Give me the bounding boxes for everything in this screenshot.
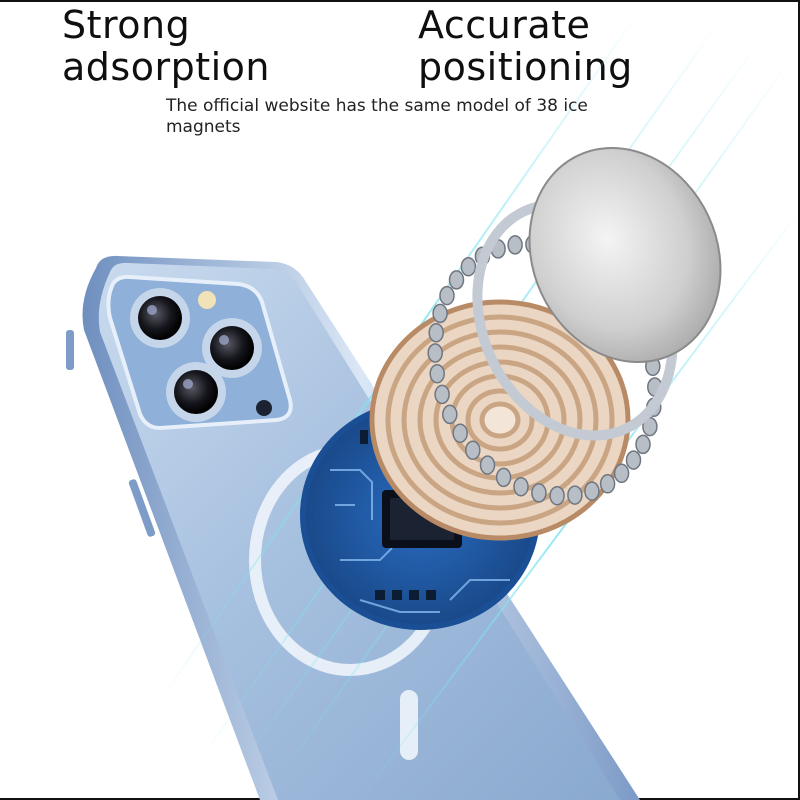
magnet-bead-icon (479, 455, 496, 475)
magnet-bead-icon (599, 474, 616, 494)
magnet-bead-icon (613, 463, 630, 484)
volume-button-icon (128, 479, 156, 537)
headline-accurate-positioning: Accurate positioning (418, 4, 633, 88)
flash-icon (198, 291, 216, 309)
magnet-bead-icon (531, 483, 547, 503)
magnet-bead-icon (427, 343, 443, 363)
image-border-top (0, 0, 800, 2)
magnet-bead-icon (428, 322, 444, 343)
magnet-bead-icon (434, 384, 450, 405)
headline-left-line1: Strong (62, 3, 191, 47)
magnet-bead-icon (513, 476, 529, 497)
magnet-bead-icon (584, 481, 600, 501)
magnet-bead-icon (635, 434, 651, 455)
lidar-sensor-icon (256, 400, 272, 416)
headline-right-line2: positioning (418, 45, 633, 89)
magnet-bead-icon (625, 450, 642, 470)
magnet-bead-icon (507, 235, 523, 255)
magnet-bead-icon (452, 423, 468, 443)
magnet-bead-icon (439, 285, 455, 306)
magnet-bead-icon (495, 467, 512, 488)
magnet-bead-icon (429, 363, 445, 384)
magnet-bead-icon (442, 404, 458, 425)
camera-lens-icon (166, 362, 226, 422)
side-button-icon (66, 330, 74, 370)
magnet-bead-icon (448, 270, 465, 290)
headline-left-line2: adsorption (62, 45, 270, 89)
magnet-bead-icon (549, 485, 565, 506)
alignment-bar-icon (400, 690, 418, 760)
camera-lens-icon (202, 318, 262, 378)
camera-module (106, 274, 293, 431)
camera-lens-icon (130, 288, 190, 348)
headline-strong-adsorption: Strong adsorption (62, 4, 270, 88)
magnet-bead-icon (432, 303, 448, 324)
magnet-bead-icon (460, 256, 477, 277)
magnet-bead-icon (465, 440, 481, 460)
image-border-right (798, 0, 800, 800)
magnet-bead-icon (567, 485, 583, 505)
headline-right-line1: Accurate (418, 3, 591, 47)
metal-plate (528, 146, 722, 364)
subtitle-ice-magnets: The official website has the same model … (166, 96, 588, 137)
